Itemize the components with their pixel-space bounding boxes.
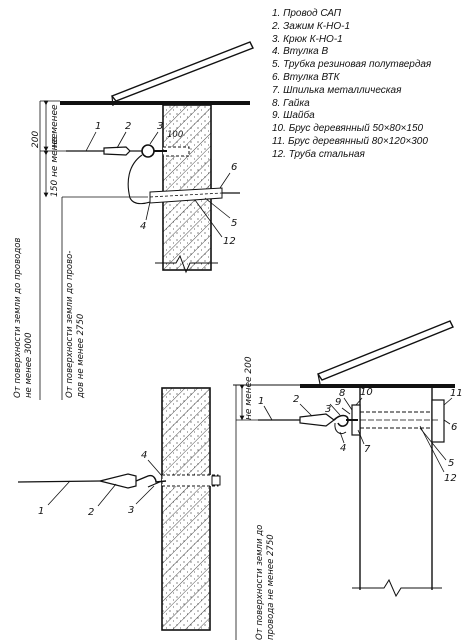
legend-item: 7. Шпилька металлическая xyxy=(272,84,402,96)
vertical-text-1: От поверхности земли до xyxy=(255,525,265,640)
legend-item: 11. Брус деревянный 80×120×300 xyxy=(272,135,428,147)
legend-item: 4. Втулка В xyxy=(272,46,329,58)
legend-item: 9. Шайба xyxy=(272,110,315,122)
callout-3: 3 xyxy=(157,121,163,132)
callout-2: 2 xyxy=(293,394,299,405)
clamp xyxy=(103,146,131,156)
legend-item: 3. Крюк К-НО-1 xyxy=(272,33,343,45)
wall-sleeve xyxy=(161,474,219,487)
callout-11: 11 xyxy=(450,388,463,399)
legend-item: 10. Брус деревянный 50×80×150 xyxy=(272,123,424,135)
legend-item: 6. Втулка ВТК xyxy=(272,71,340,83)
callout-6: 6 xyxy=(451,422,457,433)
callout-6: 6 xyxy=(231,162,237,173)
legend-item: 1. Провод САП xyxy=(272,8,341,19)
dim-min: не менее xyxy=(50,104,60,148)
hook xyxy=(135,474,167,483)
wire xyxy=(17,480,101,483)
dim-150: 150 не менее xyxy=(50,133,60,197)
vertical-text-b2: дов не менее 2750 xyxy=(76,314,86,399)
callout-1: 1 xyxy=(38,506,44,517)
roof xyxy=(110,41,254,102)
bottom-right-view: не менее 200 1 2 3 4 5 6 7 8 9 10 11 12 xyxy=(233,320,463,640)
callout-5: 5 xyxy=(448,458,454,469)
callout-1: 1 xyxy=(258,396,264,407)
callout-3: 3 xyxy=(325,404,331,415)
legend-item: 2. Зажим К-НО-1 xyxy=(272,20,351,32)
ceiling-slab xyxy=(300,384,455,388)
legend-item: 8. Гайка xyxy=(272,97,310,109)
legend-item: 5. Трубка резиновая полутвердая xyxy=(272,59,432,71)
callout-8: 8 xyxy=(339,388,345,399)
clamp xyxy=(99,473,137,489)
hook xyxy=(141,144,155,158)
callout-2: 2 xyxy=(125,121,131,132)
dim-200: не менее 200 xyxy=(244,356,254,420)
top-view: 200 не менее 150 не менее От поверхности… xyxy=(13,41,254,400)
bottom-left-view: 1 2 3 4 xyxy=(17,387,221,631)
break-line xyxy=(155,254,218,274)
vertical-text-2: провода не менее 2750 xyxy=(266,534,276,640)
ceiling-slab xyxy=(60,101,250,105)
dim-200: 200 xyxy=(31,131,41,148)
callout-5: 5 xyxy=(231,218,237,229)
callout-10: 10 xyxy=(360,387,373,398)
vertical-text-b1: От поверхности земли до прово- xyxy=(65,251,75,398)
legend: 1. Провод САП 2. Зажим К-НО-1 3. Крюк К-… xyxy=(272,8,431,162)
hook xyxy=(333,414,349,427)
callout-3: 3 xyxy=(128,505,134,516)
callout-12: 12 xyxy=(223,236,236,247)
clamp xyxy=(299,413,335,427)
vertical-text-a2: не менее 3000 xyxy=(24,333,34,398)
hook-dim: 100 xyxy=(167,130,183,140)
wooden-bar-large xyxy=(431,399,445,443)
entry-tube xyxy=(149,187,223,204)
callout-9: 9 xyxy=(335,397,341,408)
callout-1: 1 xyxy=(95,121,101,132)
vertical-text-a1: От поверхности земли до проводов xyxy=(13,238,23,398)
callout-2: 2 xyxy=(88,507,94,518)
drop-wire xyxy=(127,154,161,205)
callout-7: 7 xyxy=(364,444,371,455)
callout-4: 4 xyxy=(340,443,346,454)
roof xyxy=(316,320,454,381)
legend-item: 12. Труба стальная xyxy=(272,148,365,160)
callout-4: 4 xyxy=(140,221,146,232)
break-line xyxy=(352,578,442,598)
callout-4: 4 xyxy=(141,450,147,461)
callout-12: 12 xyxy=(444,473,457,484)
